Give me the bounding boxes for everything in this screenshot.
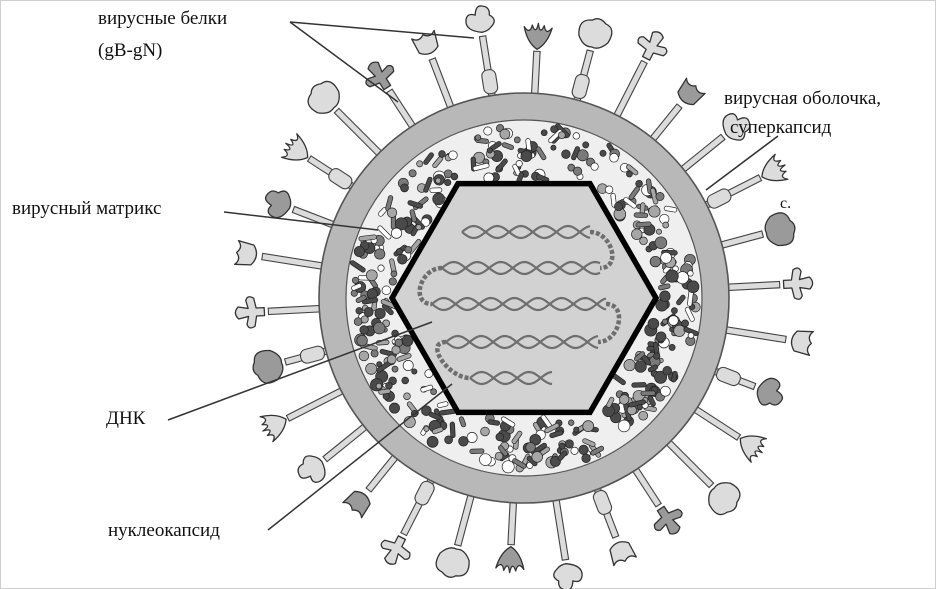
label-viral-proteins: вирусные белки [98,8,227,29]
label-nucleocapsid: нуклеокапсид [108,520,220,541]
stray-mark: c. [780,195,791,212]
leader-proteins-2 [290,22,398,102]
label-supercapsid: суперкапсид [730,117,832,138]
leader-proteins-1 [290,22,474,38]
label-viral-envelope: вирусная оболочка, [724,88,881,109]
label-viral-proteins-code: (gB-gN) [98,40,162,61]
label-viral-matrix: вирусный матрикс [12,198,161,219]
label-dna: ДНК [106,408,146,429]
